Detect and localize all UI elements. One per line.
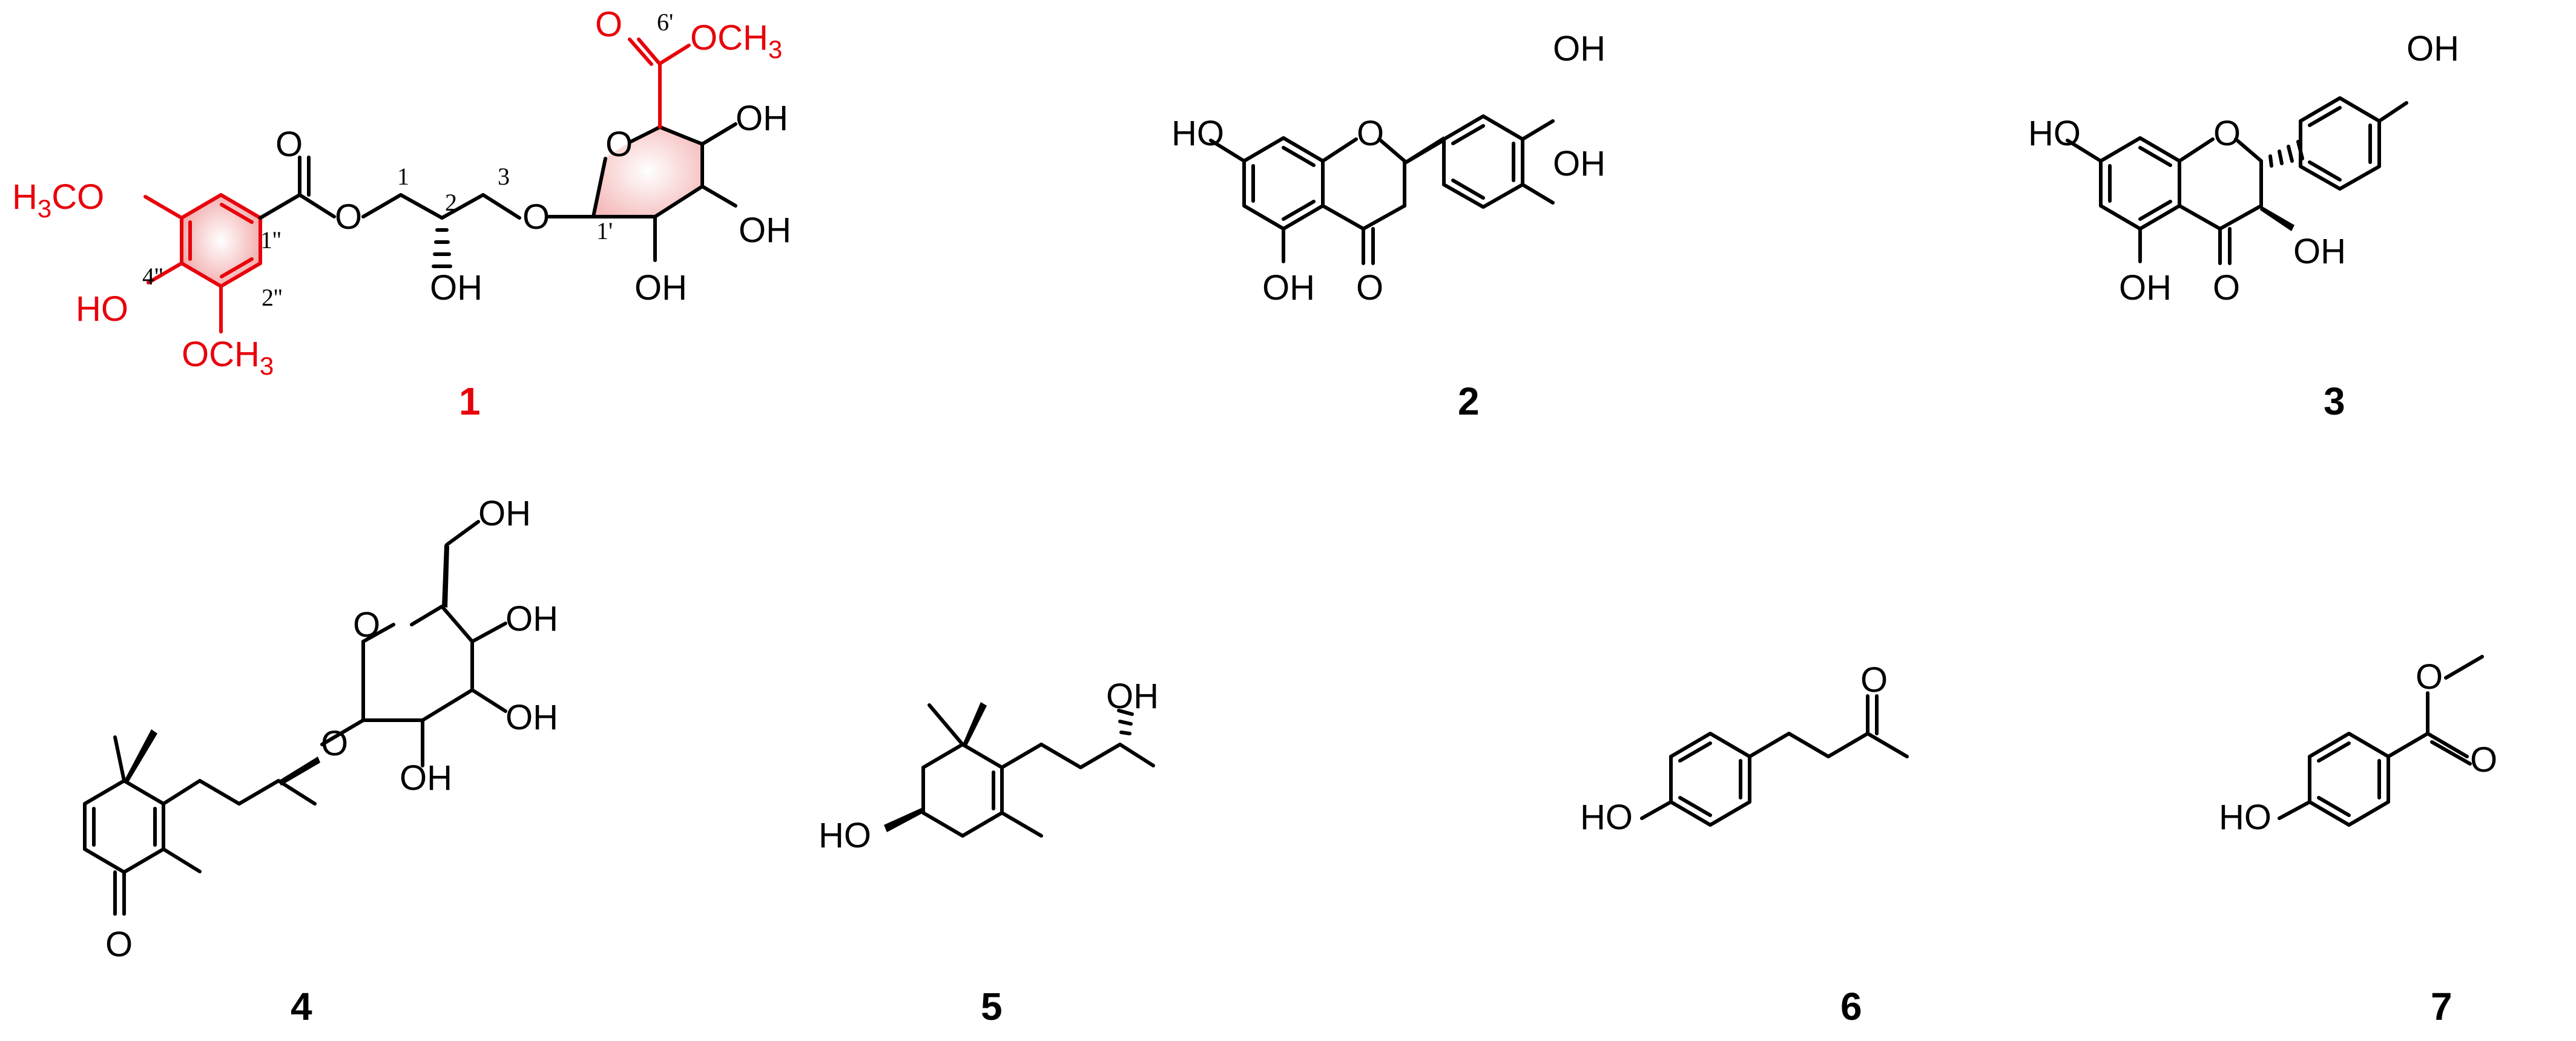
compound-3-oh-b: OH (2293, 232, 2346, 271)
compound-4-oh-c: OH (506, 698, 558, 737)
compound-3-ho: HO (2028, 114, 2081, 153)
compound-1-locant-3: 3 (498, 163, 510, 190)
compound-2-label: 2 (1458, 379, 1480, 423)
compound-3-ring-o: O (2213, 114, 2241, 153)
compound-5-bonds (884, 702, 1155, 838)
compound-6: HO O 6 (1580, 660, 1909, 1028)
compound-1-ring-o: O (605, 125, 633, 164)
compound-6-label: 6 (1840, 985, 1862, 1028)
compound-2-oh-c: OH (1262, 268, 1315, 307)
compound-4-oh-a: OH (478, 494, 531, 533)
compound-7-carbonyl-o: O (2470, 740, 2497, 780)
compound-1-sugar-ring (546, 38, 737, 262)
compound-1: O O O O O OCH3 H3CO HO OCH3 OH OH OH OH … (12, 5, 791, 423)
compound-6-ho: HO (1580, 798, 1633, 837)
compound-5-ho: HO (819, 816, 871, 855)
compound-1-locant-4pp: 4'' (142, 263, 163, 290)
compound-2-ring-o: O (1357, 114, 1384, 153)
compound-1-c6-carbonyl-o: O (595, 5, 622, 44)
compound-1-oh-sugar-a: OH (736, 99, 788, 138)
compound-6-keto-o: O (1860, 660, 1888, 700)
compound-5: HO OH 5 (819, 677, 1159, 1028)
compound-1-locant-1pp: 1'' (260, 226, 281, 254)
compound-3-keto-o: O (2213, 268, 2240, 307)
compound-2-oh-b: OH (1553, 144, 1606, 183)
compound-1-locant-2pp: 2'' (262, 284, 282, 311)
compound-1-methyl-ester: OCH3 (690, 18, 782, 64)
compound-5-label: 5 (981, 985, 1003, 1028)
compound-6-bonds (1640, 694, 1909, 827)
compound-1-label: 1 (459, 379, 481, 423)
compound-1-carbonyl-o: O (275, 125, 303, 164)
compound-1-locant-2: 2 (445, 189, 457, 216)
compound-4-ring-o: O (353, 605, 380, 645)
compound-2-ho: HO (1171, 114, 1224, 153)
compound-5-oh: OH (1106, 677, 1159, 716)
compound-3-oh-c: OH (2119, 268, 2172, 307)
compound-1-locant-1: 1 (397, 163, 409, 190)
compound-2-oh-a: OH (1553, 29, 1606, 68)
compound-2-keto-o: O (1356, 268, 1383, 307)
compound-3: HO O OH OH OH O 3 (2028, 29, 2459, 423)
compound-3-label: 3 (2324, 379, 2345, 423)
compound-2-bonds (1209, 114, 1555, 265)
compound-1-och3: OCH3 (182, 335, 274, 380)
compound-4-bonds (83, 520, 507, 916)
compound-1-ester-chain (259, 156, 521, 268)
compound-4-label: 4 (291, 985, 312, 1028)
compound-4-oh-d: OH (400, 758, 452, 798)
compound-7-ester-o: O (2416, 657, 2443, 697)
compound-4-oh-b: OH (506, 599, 558, 639)
compound-7-bonds (2278, 655, 2484, 827)
compound-1-oh-sugar-c: OH (634, 268, 687, 307)
compound-3-oh-a: OH (2406, 29, 2459, 68)
compound-4: O O OH OH OH OH O 4 (83, 494, 558, 1028)
compound-3-bonds (2066, 96, 2408, 265)
compound-1-glycosidic-o: O (522, 197, 550, 237)
compound-7-ho: HO (2219, 798, 2271, 837)
compound-1-h3co: H3CO (12, 177, 104, 223)
compound-1-locant-6p: 6' (657, 8, 673, 36)
compound-1-oh-sugar-b: OH (739, 211, 791, 250)
compound-1-ho: HO (76, 289, 128, 329)
compound-1-locant-1p: 1' (596, 217, 613, 245)
compound-7: O O HO 7 (2219, 655, 2497, 1028)
compound-4-keto-o: O (105, 925, 133, 964)
compound-7-label: 7 (2431, 985, 2452, 1028)
compound-2: HO O OH OH OH O 2 (1171, 29, 1606, 423)
compound-1-aromatic-ring (143, 193, 262, 333)
compound-1-ester-o: O (335, 197, 362, 237)
compound-1-oh-c2: OH (430, 268, 483, 307)
compound-4-glyco-o: O (321, 724, 348, 763)
